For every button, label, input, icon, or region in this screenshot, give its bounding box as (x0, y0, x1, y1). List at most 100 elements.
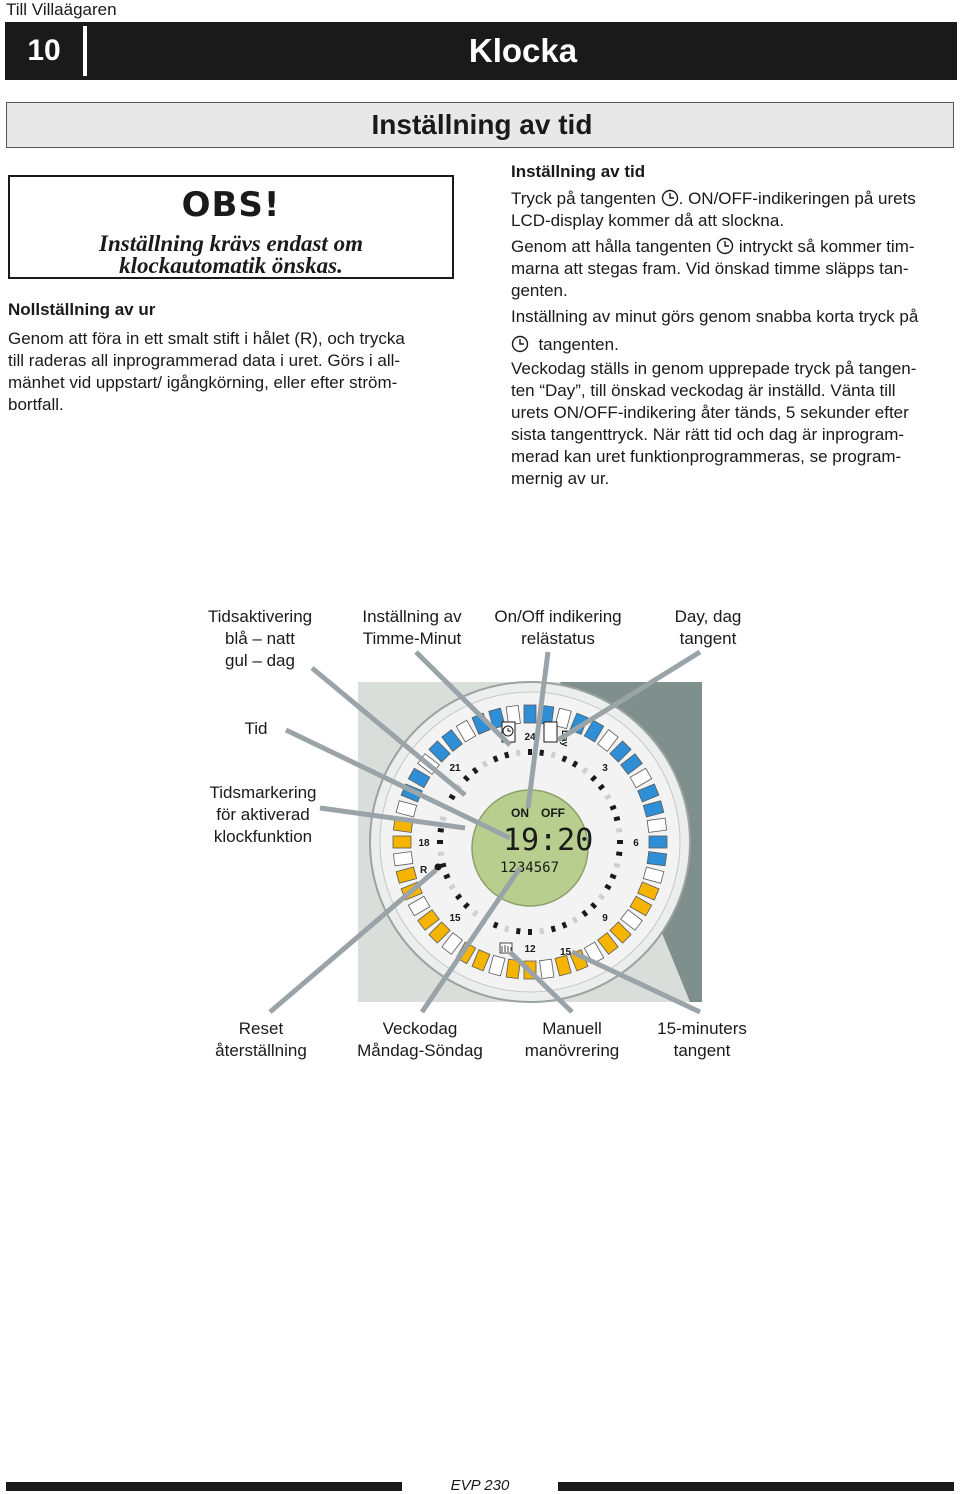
dial-segment[interactable] (395, 866, 418, 884)
dial-segment-key[interactable] (407, 767, 431, 789)
dial-segment[interactable] (539, 958, 555, 980)
dial-segment[interactable] (417, 909, 440, 931)
dial-segment-key[interactable] (629, 895, 653, 917)
dial-segment-key[interactable] (597, 729, 619, 752)
arrow-time (284, 727, 512, 841)
dial-segment[interactable] (471, 949, 491, 972)
dial-segment-key[interactable] (392, 851, 414, 867)
dial-segment-key[interactable] (417, 909, 440, 931)
dial-segment-key[interactable] (554, 707, 572, 730)
dial-segment[interactable] (428, 921, 451, 944)
arrow-manual (508, 950, 574, 1014)
dial-segment-key[interactable] (428, 921, 451, 944)
dial-segment[interactable] (428, 740, 451, 763)
dial-segment-key[interactable] (620, 753, 643, 775)
dial-segment[interactable] (583, 719, 605, 743)
dial-segment-key[interactable] (395, 800, 418, 818)
dial-segment-key[interactable] (637, 881, 660, 901)
dial-segment[interactable] (648, 835, 668, 849)
dial-segment[interactable] (620, 753, 643, 775)
dial-segment[interactable] (620, 909, 643, 931)
dial-segment-key[interactable] (441, 729, 463, 752)
time-marker (462, 774, 470, 782)
label-time: Tid (226, 718, 286, 740)
time-marker (615, 827, 623, 833)
dial-segment-key[interactable] (523, 704, 537, 724)
dial-segment-key[interactable] (648, 835, 668, 849)
dial-segment[interactable] (637, 783, 660, 803)
label-line: tangent (673, 1041, 731, 1060)
dial-segment[interactable] (642, 866, 665, 884)
dial-segment[interactable] (441, 932, 463, 955)
dial-segment-key[interactable] (488, 954, 506, 977)
dial-segment[interactable] (637, 881, 660, 901)
text-span: . ON/OFF-indikeringen på urets (678, 189, 916, 208)
dial-segment-key[interactable] (597, 932, 619, 955)
day-key[interactable] (543, 721, 558, 743)
dial-segment-key[interactable] (488, 707, 506, 730)
dial-segment[interactable] (407, 895, 431, 917)
dial-segment-key[interactable] (642, 800, 665, 818)
dial-segment[interactable] (646, 817, 668, 833)
manual-hand-icon[interactable] (499, 942, 513, 954)
dial-segment-key[interactable] (620, 909, 643, 931)
dial-segment[interactable] (392, 835, 412, 849)
dial-segment-key[interactable] (554, 954, 572, 977)
label-line: Tidsaktivering (207, 607, 313, 626)
dial-segment[interactable] (488, 707, 506, 730)
dial-segment-key[interactable] (583, 719, 605, 743)
dial-segment[interactable] (488, 954, 506, 977)
dial-segment-key[interactable] (539, 958, 555, 980)
time-marker (604, 793, 612, 801)
dial-segment-key[interactable] (637, 783, 660, 803)
dial-segment-key[interactable] (395, 866, 418, 884)
dial-segment[interactable] (554, 954, 572, 977)
dial-segment-key[interactable] (455, 719, 477, 743)
dial-segment-key[interactable] (428, 740, 451, 763)
dial-segment-key[interactable] (407, 895, 431, 917)
dial-segment[interactable] (597, 932, 619, 955)
dial-segment-key[interactable] (642, 866, 665, 884)
time-marker (437, 827, 445, 833)
text-line: mernig av ur. (511, 469, 610, 488)
dial-segment-key[interactable] (505, 958, 521, 980)
arrow-quarter-key (570, 949, 702, 1015)
dial-segment[interactable] (395, 800, 418, 818)
obs-text: Inställning krävs endast om klockautomat… (10, 232, 452, 277)
dial-segment[interactable] (609, 921, 632, 944)
dial-segment[interactable] (407, 767, 431, 789)
chapter-bar: 10 Klocka (5, 22, 957, 80)
time-marker (515, 749, 521, 757)
dial-segment-key[interactable] (471, 949, 491, 972)
dial-segment[interactable] (441, 729, 463, 752)
dial-segment-key[interactable] (583, 941, 605, 965)
dial-segment[interactable] (554, 707, 572, 730)
label-hour-minute: Inställning av Timme-Minut (340, 606, 484, 650)
label-onoff: On/Off indikering relästatus (476, 606, 640, 650)
dial-segment-key[interactable] (646, 851, 668, 867)
dial-segment-key[interactable] (646, 817, 668, 833)
dial-segment[interactable] (505, 958, 521, 980)
dial-segment[interactable] (455, 719, 477, 743)
dial-segment[interactable] (629, 767, 653, 789)
time-marker (443, 873, 451, 880)
dial-segment-key[interactable] (441, 932, 463, 955)
lcd-weekdays: 1234567 (500, 860, 559, 876)
reset-hole[interactable] (434, 863, 442, 871)
dial-segment-key[interactable] (392, 835, 412, 849)
dial-segment[interactable] (609, 740, 632, 763)
dial-segment[interactable] (392, 851, 414, 867)
dial-segment[interactable] (642, 800, 665, 818)
dial-segment[interactable] (523, 704, 537, 724)
dial-segment-key[interactable] (629, 767, 653, 789)
time-marker (581, 909, 589, 917)
dial-segment-key[interactable] (609, 740, 632, 763)
dial-segment[interactable] (629, 895, 653, 917)
label-time-marking: Tidsmarkering för aktiverad klockfunktio… (190, 782, 336, 848)
dial-segment[interactable] (583, 941, 605, 965)
text-line: till raderas all inprogrammerad data i u… (8, 351, 401, 370)
reset-heading: Nollställning av ur (8, 300, 156, 319)
dial-segment[interactable] (646, 851, 668, 867)
dial-segment[interactable] (597, 729, 619, 752)
dial-segment-key[interactable] (609, 921, 632, 944)
